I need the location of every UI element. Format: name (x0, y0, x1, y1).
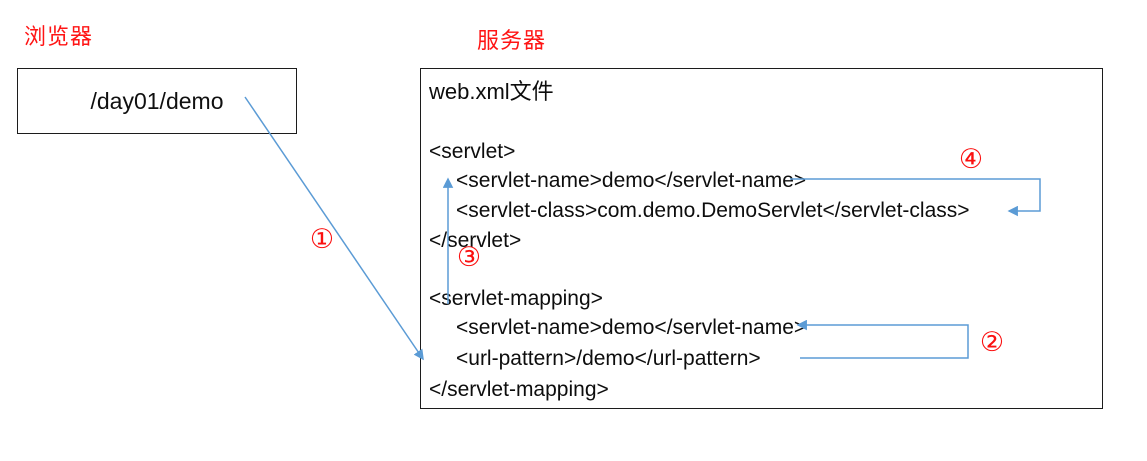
server-section-label: 服务器 (477, 29, 547, 54)
step-3-marker: ③ (456, 242, 482, 273)
xml-line-servlet-mapping-close: </servlet-mapping> (429, 378, 609, 401)
xml-line-servlet-mapping-open: <servlet-mapping> (429, 287, 603, 310)
xml-line-url-pattern: <url-pattern>/demo</url-pattern> (456, 347, 761, 370)
xml-line-servlet-name: <servlet-name>demo</servlet-name> (456, 169, 807, 192)
xml-line-servlet-close: </servlet> (429, 229, 522, 252)
browser-section-label: 浏览器 (24, 25, 94, 50)
step-1-marker: ① (309, 224, 335, 255)
step-2-marker: ② (979, 327, 1005, 358)
xml-line-mapping-servlet-name: <servlet-name>demo</servlet-name> (456, 316, 807, 339)
step-4-marker: ④ (958, 144, 984, 175)
webxml-file-title: web.xml文件 (429, 79, 554, 104)
browser-request-box: /day01/demo (17, 68, 297, 134)
xml-line-servlet-open: <servlet> (429, 140, 516, 163)
xml-line-servlet-class: <servlet-class>com.demo.DemoServlet</ser… (456, 199, 970, 222)
request-url-text: /day01/demo (90, 87, 224, 114)
